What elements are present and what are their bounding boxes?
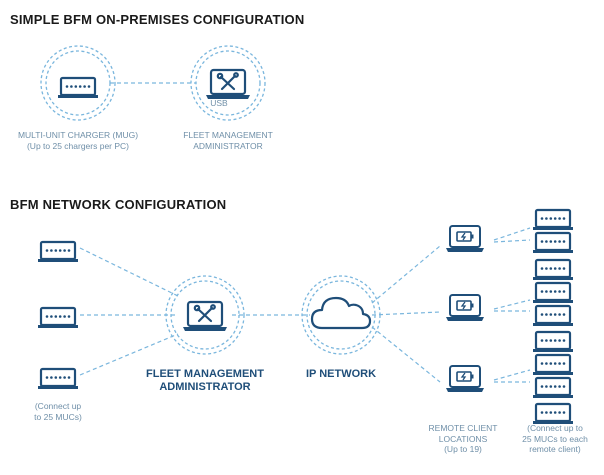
usb-connector-label: USB — [210, 98, 228, 108]
remote-laptop-1 — [445, 225, 485, 253]
laptop-tools-icon — [204, 68, 252, 101]
remote-laptop-3 — [445, 365, 485, 393]
network-fma-ring — [165, 275, 245, 355]
multi-unit-charger-icon — [56, 76, 100, 100]
simple-config-title: SIMPLE BFM ON-PREMISES CONFIGURATION — [10, 12, 305, 27]
mug-label: MULTI-UNIT CHARGER (MUG) (Up to 25 charg… — [17, 130, 139, 151]
network-config-title: BFM NETWORK CONFIGURATION — [10, 197, 227, 212]
ip-network-ring — [301, 275, 381, 355]
left-connect-note: (Connect up to 25 MUCs) — [34, 401, 82, 422]
network-fma-label: FLEET MANAGEMENT ADMINISTRATOR — [146, 368, 264, 393]
simple-fma-label: FLEET MANAGEMENT ADMINISTRATOR — [183, 130, 273, 151]
remote-charger-stack-3 — [531, 330, 575, 426]
network-links — [79, 227, 531, 383]
network-laptop-tools-icon — [181, 300, 229, 333]
cloud-icon — [310, 296, 372, 330]
right-connect-note: (Connect up to 25 MUCs to each remote cl… — [522, 423, 588, 454]
network-charger-left-3 — [36, 367, 80, 391]
remote-client-label: REMOTE CLIENT LOCATIONS (Up to 19) — [428, 423, 498, 454]
remote-charger-stack-1 — [531, 208, 575, 255]
remote-laptop-2 — [445, 294, 485, 322]
simple-mug-ring — [40, 45, 116, 121]
network-charger-left-2 — [36, 306, 80, 330]
network-charger-left-1 — [36, 240, 80, 264]
ip-network-label: IP NETWORK — [305, 368, 377, 380]
simple-fma-ring — [190, 45, 266, 121]
remote-charger-stack-2 — [531, 258, 575, 328]
